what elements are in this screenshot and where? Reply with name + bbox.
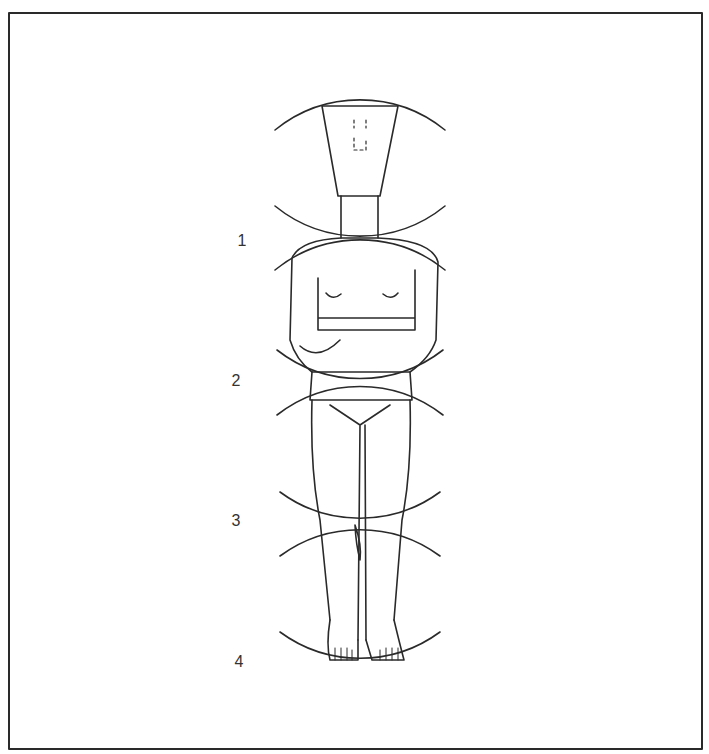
neck	[341, 196, 378, 238]
leg-cleft	[330, 405, 390, 640]
legs	[312, 400, 411, 620]
folded-arms	[318, 270, 415, 330]
torso	[290, 238, 438, 372]
callout-number: 4	[234, 654, 245, 670]
head	[322, 106, 398, 196]
nose	[354, 120, 366, 150]
knee-gap	[355, 525, 360, 560]
arm	[300, 340, 340, 353]
frame	[9, 13, 702, 749]
callout-number: 1	[237, 233, 248, 249]
callout-number: 3	[231, 513, 242, 529]
breasts	[326, 293, 398, 297]
hips	[310, 372, 412, 400]
proportion-arcs	[275, 100, 445, 658]
toes	[335, 648, 398, 660]
callout-number: 2	[231, 373, 242, 389]
feet	[328, 620, 404, 660]
